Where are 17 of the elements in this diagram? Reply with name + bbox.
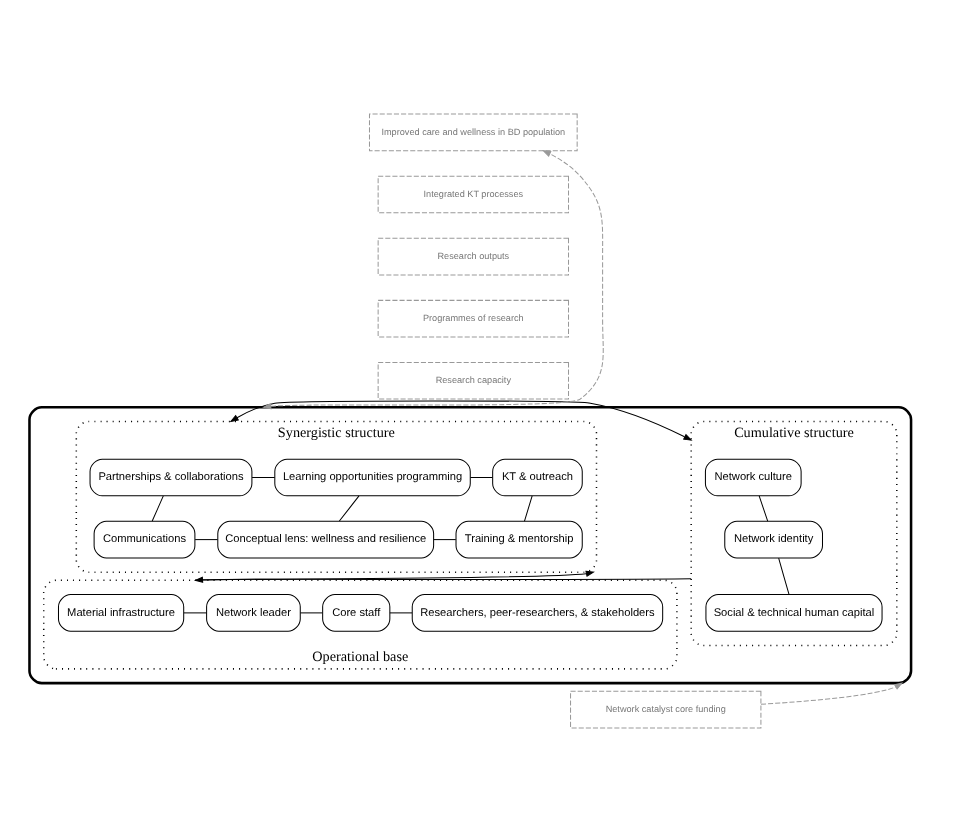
connector (469, 476, 493, 477)
connector (183, 611, 207, 613)
connector (433, 538, 457, 540)
connector (778, 556, 790, 594)
connector (194, 538, 219, 540)
connector (299, 611, 323, 613)
connector (251, 476, 276, 477)
arrow (760, 681, 904, 704)
cluster (28, 405, 913, 684)
arrow (194, 569, 595, 580)
connector (151, 494, 164, 521)
connector (524, 494, 533, 521)
connector (338, 494, 360, 521)
arrow (229, 399, 693, 440)
connector (389, 611, 413, 613)
connector (758, 494, 769, 521)
arrow (262, 149, 604, 409)
